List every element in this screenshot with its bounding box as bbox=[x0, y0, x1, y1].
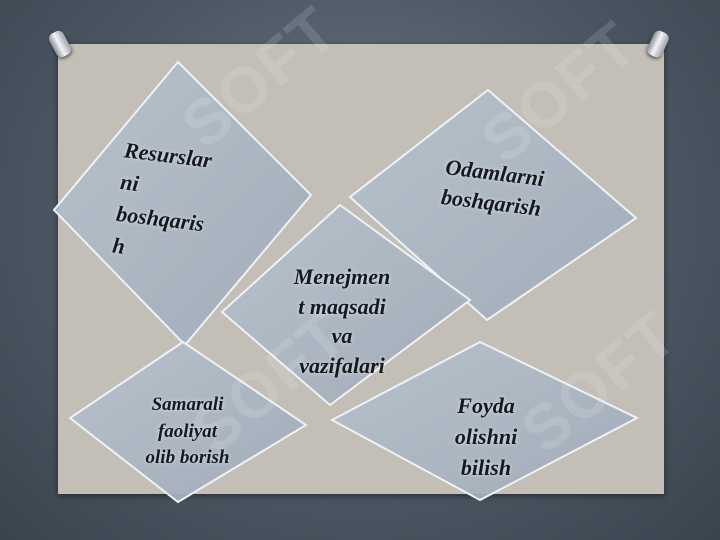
node-resurslar-label: Resurslar ni boshqaris h bbox=[111, 134, 261, 277]
node-menejment-label: Menejmen t maqsadi va vazifalari bbox=[278, 262, 406, 381]
node-samarali-line-1: Samarali bbox=[151, 394, 224, 415]
node-menejment-line-1: Menejmen bbox=[293, 264, 391, 289]
node-menejment-line-2: t maqsadi bbox=[298, 293, 386, 319]
node-samarali-line-3: olib borish bbox=[145, 447, 230, 469]
node-foyda-line-1: Foyda bbox=[457, 393, 515, 418]
diamond-odamlarni bbox=[348, 88, 638, 322]
node-foyda-line-3: bilish bbox=[460, 455, 512, 481]
node-foyda-line-2: olishni bbox=[454, 424, 518, 450]
node-samarali-label: Samarali faoliyat olib borish bbox=[120, 392, 255, 472]
diamond-menejment bbox=[220, 203, 472, 407]
diamond-samarali bbox=[68, 340, 308, 504]
diamond-foyda bbox=[329, 340, 640, 502]
node-menejment-line-4: vazifalari bbox=[299, 353, 385, 379]
node-menejment-line-3: va bbox=[331, 323, 353, 349]
node-foyda-label: Foyda olishni bilish bbox=[432, 390, 540, 484]
node-samarali-line-2: faoliyat bbox=[157, 420, 218, 442]
